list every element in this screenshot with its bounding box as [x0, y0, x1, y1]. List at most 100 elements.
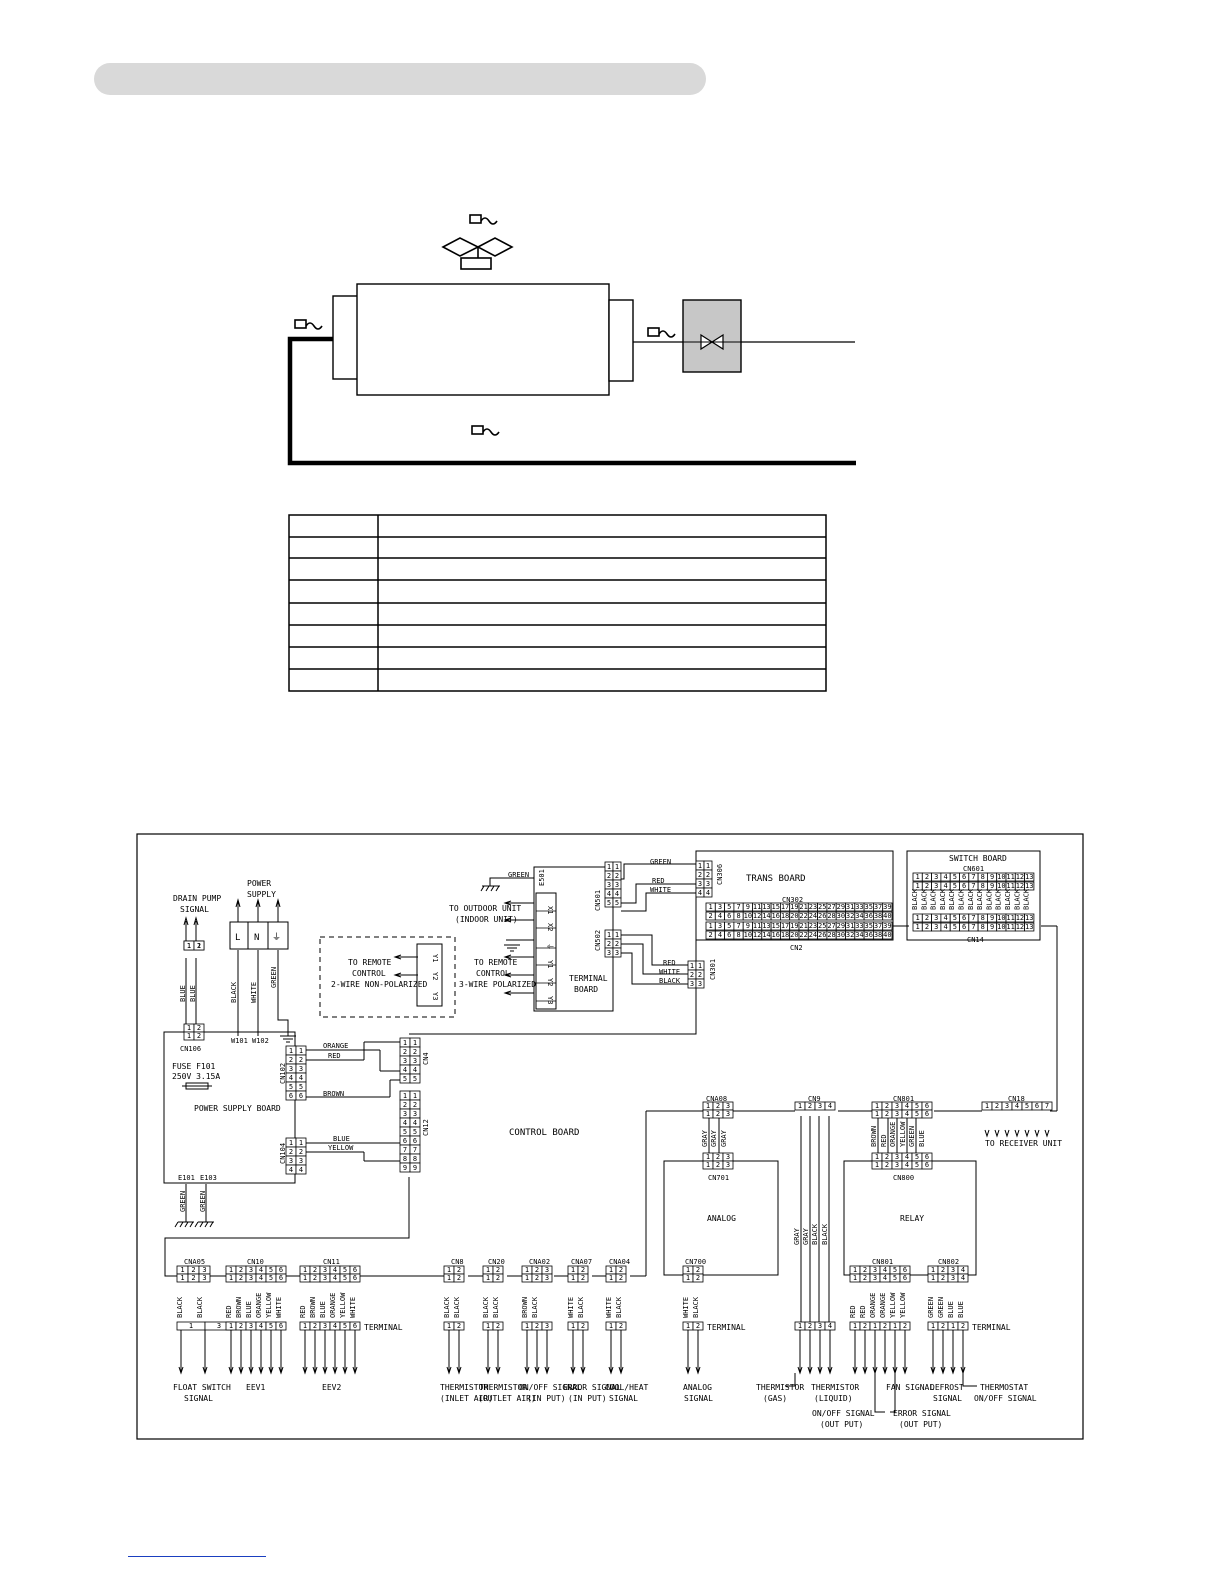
cn14-row2-pin-number: 10: [997, 923, 1005, 931]
cn14-row1-pin-number: 1: [916, 914, 920, 922]
receiver-arrow: [1014, 1129, 1020, 1138]
signal-arrow: [278, 1366, 284, 1375]
wire-color-label-v: BLACK: [443, 1296, 451, 1318]
analog-board-label: ANALOG: [707, 1214, 736, 1223]
cn18-pin-number: 7: [1045, 1102, 1049, 1110]
heat-exchanger: [332, 283, 634, 396]
cn18-pin-number: 6: [1035, 1102, 1039, 1110]
cn801b-pin-number: 5: [893, 1266, 897, 1274]
w102-label: W102: [252, 1037, 269, 1045]
terminal-board-label-1: TERMINAL: [569, 974, 608, 983]
cn102-pin-number: 4: [299, 1074, 303, 1082]
cn10-pin-number: 4: [259, 1266, 263, 1274]
cn302-row2-pin-number: 30: [837, 912, 845, 920]
cn801b-label: CN801: [872, 1258, 893, 1266]
cn12-pin-number: 1: [403, 1092, 407, 1100]
terminal-label-1: TERMINAL: [364, 1323, 403, 1332]
cn2-row1-pin-number: 19: [790, 922, 798, 930]
cn302-row2-pin-number: 6: [727, 912, 731, 920]
cn801-label: CN801: [893, 1095, 914, 1103]
cn102-pin-number: 1: [289, 1047, 293, 1055]
cn11-pin-number: 1: [303, 1274, 307, 1282]
power-terminal-l: L: [235, 933, 240, 943]
cn2-row1-pin-number: 33: [855, 922, 863, 930]
cn102-pin-number: 1: [299, 1047, 303, 1055]
cna05-pin-number: 3: [202, 1274, 206, 1282]
cn700-pin-number: 1: [686, 1266, 690, 1274]
cna07-pin: [577, 1273, 589, 1283]
cn8-label: CN8: [451, 1258, 464, 1266]
cn11-pin-number: 6: [353, 1274, 357, 1282]
terminal-block-label: Y3: [546, 996, 554, 1004]
cn4-pin-number: 5: [403, 1075, 407, 1083]
cn104-pin-number: 2: [299, 1148, 303, 1156]
cn700-label: CN700: [685, 1258, 706, 1266]
cn502-pin-number: 3: [607, 949, 611, 957]
terminal-cna02-pin-number: 1: [525, 1322, 529, 1330]
signal-arrow: [228, 1366, 234, 1375]
cn20-pin: [492, 1273, 504, 1283]
terminal-cn801-pin-number: 1: [873, 1322, 877, 1330]
black-wire-label-v: BLACK: [920, 888, 928, 910]
drain-pump-label-1: DRAIN PUMP: [173, 894, 221, 903]
cn800-pin-number: 4: [905, 1153, 909, 1161]
cn2-row1-pin-number: 23: [809, 922, 817, 930]
black-wire-label-1: BLACK: [659, 977, 681, 985]
cn106-pin: [193, 1031, 205, 1041]
coolheat-label-1: COOL/HEAT: [605, 1383, 649, 1392]
wire-color-label-v: WHITE: [275, 1297, 283, 1318]
to-receiver-label: TO RECEIVER UNIT: [985, 1139, 1062, 1148]
cn302-row2-pin-number: 16: [772, 912, 780, 920]
cn302-row1-pin-number: 19: [790, 903, 798, 911]
cn501-pin: [612, 897, 622, 908]
cn10-pin-number: 5: [269, 1274, 273, 1282]
cn302-row1-pin-number: 13: [762, 903, 770, 911]
cn104-pin-number: 3: [289, 1157, 293, 1165]
cn102-pin-number: 5: [289, 1083, 293, 1091]
cn104-pin-number: 2: [289, 1148, 293, 1156]
remote-2wire-label-3: 2-WIRE NON-POLARIZED: [331, 980, 428, 989]
cn4-pin-number: 4: [403, 1066, 407, 1074]
black-wire-label-v: BLACK: [1004, 888, 1012, 910]
cn301-pin-number: 1: [698, 962, 702, 970]
cn302-row1-pin-number: 35: [865, 903, 873, 911]
black-wire-label-v: BLACK: [230, 981, 238, 1003]
green-wire-label-v: GREEN: [199, 1191, 207, 1212]
terminal-eev1-pin-number: 3: [249, 1322, 253, 1330]
terminal-eev1-pin-number: 5: [269, 1322, 273, 1330]
therm-outlet-label-2: (OUTLET AIR): [478, 1394, 536, 1403]
cn601-row1-pin-number: 5: [953, 873, 957, 881]
signal-arrow: [608, 1366, 614, 1375]
cn701-label: CN701: [708, 1174, 729, 1182]
ground-hatch: [179, 1221, 184, 1228]
wire-color-label-v: RED: [225, 1305, 233, 1318]
cn20-pin-number: 2: [496, 1266, 500, 1274]
footer-link-underline: [128, 1556, 266, 1557]
cn701-pin: [722, 1160, 734, 1170]
signal-arrow: [950, 1366, 956, 1375]
cn800-pin-number: 2: [885, 1161, 889, 1169]
cn2-row2-pin-number: 40: [883, 931, 891, 939]
signal-arrow: [238, 1366, 244, 1375]
cn14-row2-pin-number: 4: [943, 923, 947, 931]
cn4-pin-number: 2: [413, 1048, 417, 1056]
cn302-row2-pin-number: 24: [809, 912, 817, 920]
e101-label: E101: [178, 1174, 195, 1182]
cn104-pin-number: 1: [299, 1139, 303, 1147]
terminal-eev2-pin-number: 1: [303, 1322, 307, 1330]
terminal-eev1-pin-number: 6: [279, 1322, 283, 1330]
cn501-label: CN501: [594, 890, 602, 911]
signal-arrow: [446, 1366, 452, 1375]
cn18-pin-number: 3: [1005, 1102, 1009, 1110]
cn12-pin-number: 9: [403, 1164, 407, 1172]
cna07-pin-number: 2: [581, 1274, 585, 1282]
cn102-pin-number: 5: [299, 1083, 303, 1091]
e103-label: E103: [200, 1174, 217, 1182]
gray-wire-label-v: GRAY: [720, 1129, 728, 1147]
signal-arrow: [268, 1366, 274, 1375]
outdoor-arrow: [503, 990, 512, 996]
cn14-row1-pin-number: 9: [990, 914, 994, 922]
cn306-pin-number: 3: [698, 880, 702, 888]
ground-hatch: [490, 885, 495, 892]
cn502-pin-number: 2: [615, 940, 619, 948]
